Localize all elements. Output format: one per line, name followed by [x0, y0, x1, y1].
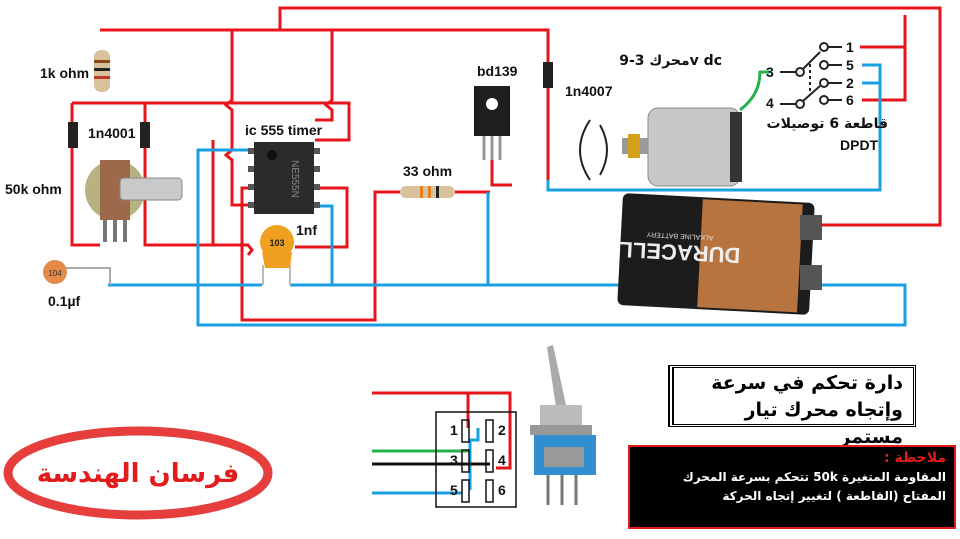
dc-motor: [579, 107, 742, 187]
motor-green-lead: [739, 70, 770, 112]
switch-pin-3: 3: [766, 64, 774, 80]
stamp-logo: فرسان الهندسة: [3, 426, 273, 520]
pinout-5: 5: [450, 482, 458, 498]
diode-1n4001-label: 1n4001: [88, 125, 136, 141]
switch-label-en: DPDT: [840, 137, 879, 153]
transistor-label: bd139: [477, 63, 518, 79]
resistor-1k: [94, 50, 110, 92]
switch-pin-4: 4: [766, 95, 774, 111]
switch-pinout-diagram: [435, 411, 517, 508]
title-line-2: وإتجاه محرك تيار مستمر: [744, 399, 903, 448]
note-box: ملاحظة : المقاومة المتغيرة 50k تتحكم بسر…: [628, 445, 956, 529]
stamp-text: فرسان الهندسة: [37, 459, 240, 489]
diode-1n4007: [543, 62, 553, 88]
resistor-1k-label: 1k ohm: [40, 65, 89, 81]
dpdt-switch-symbol: [780, 42, 842, 109]
note-line-1: المقاومة المتغيرة 50k تتحكم بسرعة المحرك: [682, 470, 946, 484]
ic-marking: NE555N: [289, 160, 300, 198]
diode-1n4007-label: 1n4007: [565, 83, 613, 99]
potentiometer-50k: [85, 160, 183, 242]
ic-label: ic 555 timer: [245, 122, 323, 138]
pinout-2: 2: [498, 422, 506, 438]
diode-1n4001-a: [68, 122, 78, 148]
capacitor-104-code: 104: [48, 269, 62, 278]
note-line-2: المفتاح (القاطعة ) لتغيير إتجاه الحركة: [722, 489, 946, 503]
diode-1n4001-b: [140, 122, 150, 148]
capacitor-1nf-label: 1nf: [296, 222, 317, 238]
capacitor-01uf-label: 0.1µf: [48, 293, 81, 309]
switch-pin-2: 2: [846, 75, 854, 91]
resistor-33: [400, 186, 455, 198]
capacitor-103-code: 103: [269, 238, 284, 248]
switch-pin-5: 5: [846, 57, 854, 73]
title-box: دارة تحكم في سرعة وإتجاه محرك تيار مستمر: [668, 365, 916, 448]
resistor-33-label: 33 ohm: [403, 163, 452, 179]
title-line-1: دارة تحكم في سرعة: [711, 372, 903, 394]
pinout-1: 1: [450, 422, 458, 438]
battery-subtitle: ALKALINE BATTERY: [646, 230, 714, 241]
switch-label-ar: قاطعة 6 توصيلات: [767, 116, 889, 132]
rotation-arrow-icon: [579, 119, 608, 181]
capacitor-103: 103: [260, 225, 294, 285]
potentiometer-label: 50k ohm: [5, 181, 62, 197]
battery-9v: DURACELL ALKALINE BATTERY: [617, 193, 822, 315]
capacitor-104: [43, 260, 67, 284]
pinout-3: 3: [450, 452, 458, 468]
toggle-switch-photo: [530, 345, 596, 505]
note-heading: ملاحظة :: [884, 450, 946, 466]
pinout-4: 4: [498, 452, 506, 468]
ic-555-timer: NE555N: [248, 142, 320, 214]
switch-pin-1: 1: [846, 39, 854, 55]
pinout-6: 6: [498, 482, 506, 498]
transistor-bd139: [474, 86, 510, 160]
motor-label: محرك 3-9v dc: [619, 53, 722, 69]
switch-pin-6: 6: [846, 92, 854, 108]
